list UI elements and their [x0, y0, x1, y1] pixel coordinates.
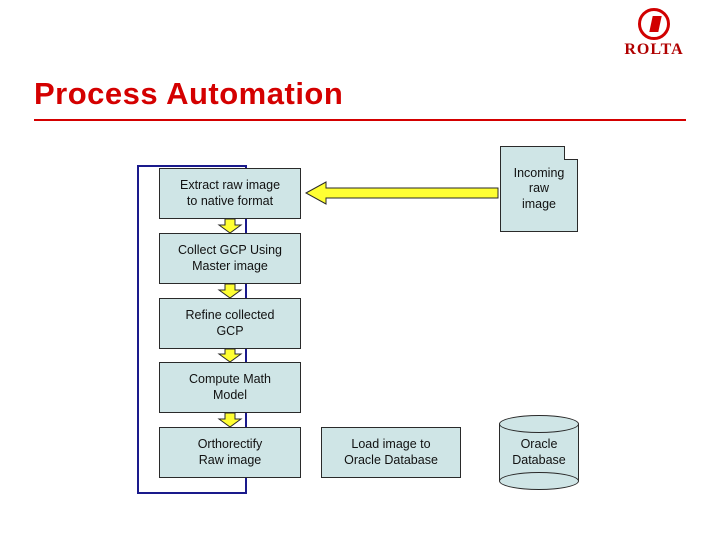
arrow-compute-to-orthorectify	[217, 413, 243, 428]
cylinder-top-ellipse	[499, 415, 579, 433]
node-oracle-database: Oracle Database	[499, 415, 579, 490]
node-refine-line1: Refine collected	[185, 307, 275, 322]
node-incoming-line2: raw	[528, 181, 550, 196]
page-title: Process Automation	[34, 76, 344, 111]
node-refine-gcp: Refine collected GCP	[159, 298, 301, 349]
node-oracle-line1: Oracle	[520, 436, 558, 451]
note-fold-corner-icon	[564, 146, 578, 160]
node-collect-line1: Collect GCP Using	[178, 242, 282, 257]
node-compute-line1: Compute Math	[189, 371, 271, 386]
arrow-refine-to-compute	[217, 349, 243, 363]
node-ortho-line2: Raw image	[198, 452, 262, 467]
arrow-collect-to-refine	[217, 284, 243, 299]
arrow-incoming-to-extract	[305, 180, 499, 206]
node-load-image-to-oracle: Load image to Oracle Database	[321, 427, 461, 478]
node-extract-line1: Extract raw image	[179, 177, 281, 192]
node-extract-raw-image: Extract raw image to native format	[159, 168, 301, 219]
node-collect-line2: Master image	[192, 258, 268, 273]
node-oracle-line2: Database	[512, 452, 566, 467]
node-refine-line2: GCP	[216, 323, 244, 338]
node-compute-math-model: Compute Math Model	[159, 362, 301, 413]
cylinder-bottom-ellipse	[499, 472, 579, 490]
node-incoming-line1: Incoming	[513, 165, 565, 180]
circle-r-logo-icon	[638, 8, 670, 40]
logo-wordmark: ROLTA	[624, 41, 684, 58]
node-ortho-line1: Orthorectify	[197, 436, 263, 451]
node-extract-line2: to native format	[186, 193, 274, 208]
node-load-line1: Load image to	[351, 436, 431, 451]
node-orthorectify-raw-image: Orthorectify Raw image	[159, 427, 301, 478]
node-oracle-label: Oracle Database	[499, 415, 579, 490]
node-incoming-line3: image	[521, 196, 557, 211]
node-incoming-raw-image: Incoming raw image	[500, 146, 578, 232]
node-load-line2: Oracle Database	[344, 452, 438, 467]
rolta-logo: ROLTA	[610, 8, 698, 62]
node-collect-gcp: Collect GCP Using Master image	[159, 233, 301, 284]
title-divider	[34, 119, 686, 121]
arrow-extract-to-collect	[217, 219, 243, 234]
node-compute-line2: Model	[212, 387, 248, 402]
